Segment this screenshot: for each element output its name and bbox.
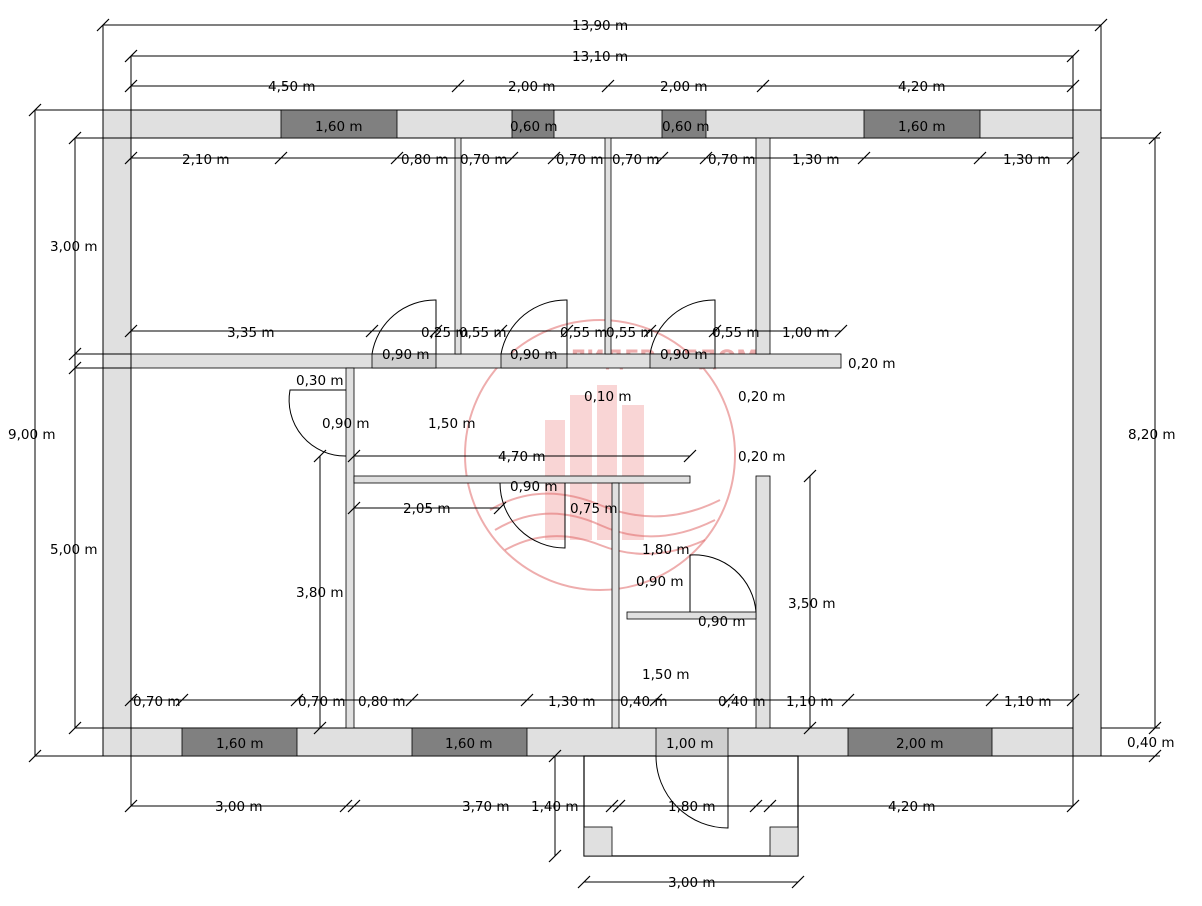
dim-label: 1,10 m	[1004, 694, 1052, 710]
dim-label: 1,60 m	[898, 119, 946, 135]
dim-label: 0,80 m	[358, 694, 406, 710]
dim-label: 0,90 m	[510, 479, 558, 495]
dim-label: 0,40 m	[718, 694, 766, 710]
dim-label: 0,40 m	[620, 694, 668, 710]
dim-label: 4,20 m	[898, 79, 946, 95]
dim-label: 1,60 m	[445, 736, 493, 752]
dim-label: 0,70 m	[556, 152, 604, 168]
dim-label: 0,90 m	[510, 347, 558, 363]
dim-label: 3,35 m	[227, 325, 275, 341]
dim-label: 0,55 m	[712, 325, 760, 341]
dim-label: 3,80 m	[296, 585, 344, 601]
dim-label: 4,20 m	[888, 799, 936, 815]
dim-label: 0,60 m	[662, 119, 710, 135]
dim-label: 0,90 m	[636, 574, 684, 590]
dimension-ticks	[28, 18, 1162, 889]
dim-label: 0,70 m	[612, 152, 660, 168]
dim-label: 1,00 m	[666, 736, 714, 752]
dim-label: 1,00 m	[782, 325, 830, 341]
dim-label: 2,05 m	[403, 501, 451, 517]
dim-label: 0,80 m	[401, 152, 449, 168]
dim-label: 0,70 m	[133, 694, 181, 710]
dim-label: 1,30 m	[1003, 152, 1051, 168]
dim-label: 0,70 m	[708, 152, 756, 168]
dim-label: 0,55 m	[606, 325, 654, 341]
dim-label: 0,55 m	[459, 325, 507, 341]
dim-label: 13,10 m	[572, 49, 628, 65]
dim-label: 4,50 m	[268, 79, 316, 95]
dim-label: 4,70 m	[498, 449, 546, 465]
dim-label: 0,90 m	[382, 347, 430, 363]
dim-label: 0,90 m	[322, 416, 370, 432]
windows-bottom	[181, 727, 993, 757]
dim-label: 1,40 m	[531, 799, 579, 815]
dim-label: 1,60 m	[216, 736, 264, 752]
dim-label: 0,10 m	[584, 389, 632, 405]
dim-label: 0,20 m	[738, 449, 786, 465]
dim-label: 0,70 m	[460, 152, 508, 168]
dim-label: 2,00 m	[508, 79, 556, 95]
dim-label: 0,90 m	[660, 347, 708, 363]
dim-label: 1,10 m	[786, 694, 834, 710]
dim-label: 0,40 m	[1127, 735, 1175, 751]
dim-label: 2,10 m	[182, 152, 230, 168]
dim-label: 5,00 m	[50, 542, 98, 558]
interior-walls	[130, 137, 842, 729]
dim-label: 2,00 m	[896, 736, 944, 752]
dim-label: 1,80 m	[642, 542, 690, 558]
dim-label: 3,00 m	[215, 799, 263, 815]
dim-label: 0,70 m	[298, 694, 346, 710]
dim-label: 9,00 m	[8, 427, 56, 443]
dim-label: 3,50 m	[788, 596, 836, 612]
dim-label: 3,00 m	[668, 875, 716, 891]
dim-label: 1,30 m	[548, 694, 596, 710]
dimension-labels: 13,90 m 13,10 m 4,50 m 2,00 m 2,00 m 4,2…	[8, 18, 1176, 891]
dim-label: 0,60 m	[510, 119, 558, 135]
dim-label: 1,30 m	[792, 152, 840, 168]
doors	[288, 299, 757, 829]
dim-label: 0,75 m	[570, 501, 618, 517]
dim-label: 3,70 m	[462, 799, 510, 815]
dim-label: 0,20 m	[738, 389, 786, 405]
dim-label: 0,55 m	[560, 325, 608, 341]
windows-top	[280, 109, 981, 139]
dim-label: 1,50 m	[428, 416, 476, 432]
dim-label: 0,30 m	[296, 373, 344, 389]
dim-label: 3,00 m	[50, 239, 98, 255]
dim-label: 2,00 m	[660, 79, 708, 95]
dim-label: 1,60 m	[315, 119, 363, 135]
dim-label: 0,20 m	[848, 356, 896, 372]
dim-label: 13,90 m	[572, 18, 628, 34]
dim-label: 0,90 m	[698, 614, 746, 630]
dim-label: 1,50 m	[642, 667, 690, 683]
dim-label: 1,80 m	[668, 799, 716, 815]
dim-label: 8,20 m	[1128, 427, 1176, 443]
dim-label: 0,25 m	[421, 325, 469, 341]
dimension-lines	[34, 24, 1160, 883]
